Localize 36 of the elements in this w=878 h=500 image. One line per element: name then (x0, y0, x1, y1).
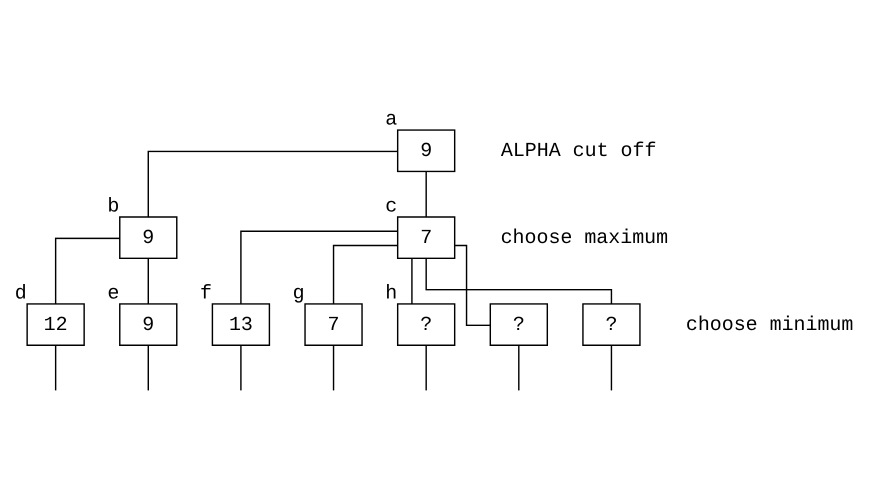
node-box: 9 (119, 302, 178, 346)
node-box: ? (582, 302, 641, 346)
connector (148, 258, 149, 304)
connector (518, 344, 520, 390)
node-box: ? (490, 302, 548, 346)
connector (240, 344, 242, 390)
label: ALPHA cut off (500, 138, 656, 162)
label: choose maximum (500, 225, 668, 248)
connector (610, 344, 612, 390)
connector (332, 344, 334, 390)
connector (455, 244, 490, 326)
node-box: ? (396, 302, 456, 346)
connector (54, 237, 120, 304)
node-label: d (14, 281, 27, 304)
node-label: g (292, 281, 305, 304)
node-label: f (200, 281, 212, 304)
connector (425, 344, 427, 390)
node-box: 9 (119, 216, 178, 259)
node-label: a (385, 107, 398, 130)
node-label: h (385, 281, 398, 304)
node-box: 13 (212, 302, 270, 346)
connector (425, 171, 427, 216)
connector (411, 258, 413, 304)
label: choose minimum (686, 312, 854, 336)
node-label: c (385, 194, 398, 218)
node-box: 12 (26, 302, 85, 346)
node-label: b (107, 194, 120, 218)
connector (240, 230, 398, 304)
node-box: 7 (396, 216, 456, 259)
connector (148, 150, 398, 216)
connector (332, 244, 398, 304)
connector (54, 344, 56, 390)
node-label: e (107, 281, 120, 304)
node-box: 7 (304, 302, 363, 346)
node-box: 9 (396, 128, 456, 172)
connector (148, 344, 149, 390)
